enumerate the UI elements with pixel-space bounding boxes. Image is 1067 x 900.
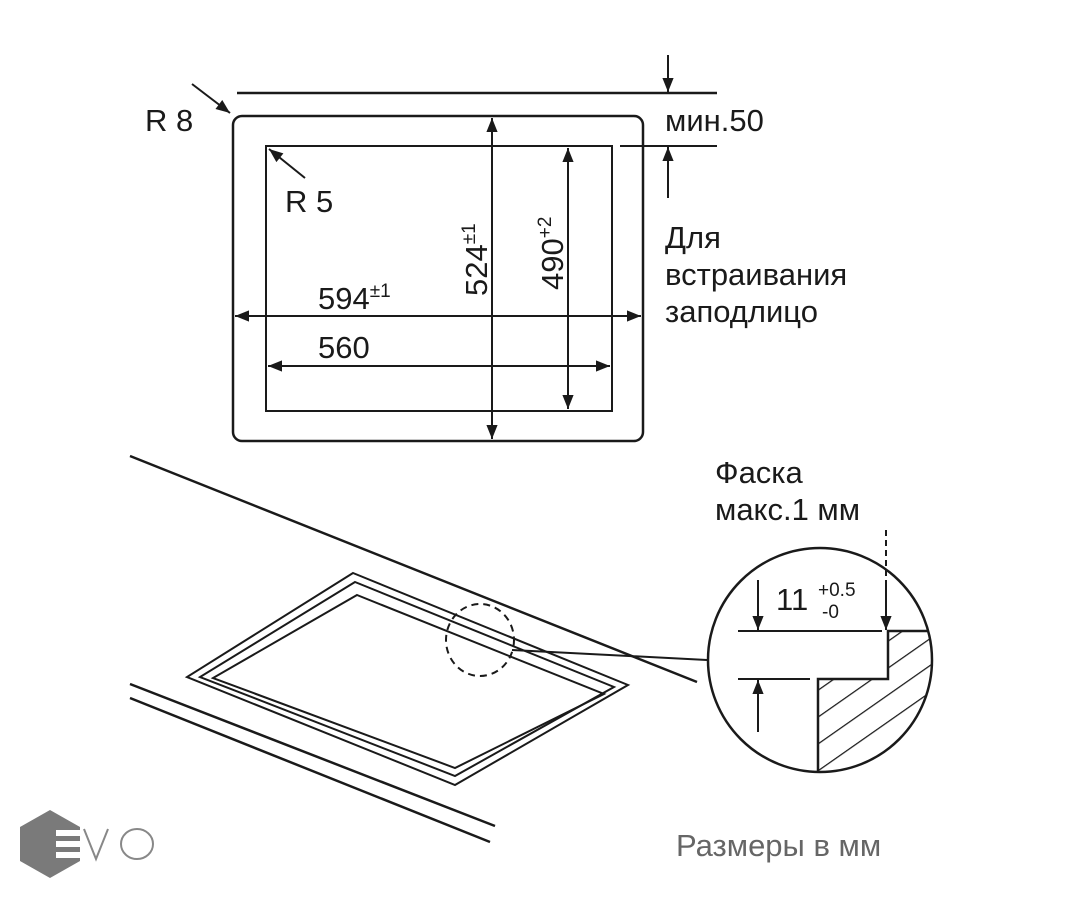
units-note: Размеры в мм bbox=[676, 828, 881, 863]
r5-label: R 5 bbox=[285, 184, 333, 219]
width-560-label: 560 bbox=[318, 330, 370, 365]
depth-490-label: 490+2 bbox=[535, 217, 570, 290]
flush-note-line-3: заподлицо bbox=[665, 294, 818, 329]
detail-marker bbox=[445, 603, 515, 677]
min-gap-label: мин.50 bbox=[665, 103, 764, 138]
width-594-label: 594±1 bbox=[318, 281, 391, 316]
r8-arrow bbox=[191, 83, 231, 114]
detail-circle bbox=[706, 546, 934, 774]
flush-note-line-2: встраивания bbox=[665, 257, 847, 292]
flush-note-line-1: Для bbox=[665, 220, 721, 255]
inner-cutout-outline bbox=[265, 145, 613, 412]
chamfer-detail: Фаска макс.1 мм 11 +0.5 -0 bbox=[706, 455, 934, 774]
outer-cutout-outline bbox=[231, 114, 645, 443]
perspective-view bbox=[129, 454, 708, 844]
chamfer-label-line-2: макс.1 мм bbox=[715, 492, 860, 527]
countertop-front-edge-bottom bbox=[129, 696, 491, 844]
depth-11-label: 11 bbox=[776, 582, 808, 617]
evo-logo bbox=[20, 810, 154, 878]
countertop-back-edge bbox=[129, 454, 698, 684]
r8-label: R 8 bbox=[145, 103, 193, 138]
step-perspective bbox=[197, 580, 617, 778]
logo-letter-v bbox=[83, 828, 109, 862]
countertop-front-edge-top bbox=[129, 682, 496, 828]
outer-cutout-perspective bbox=[184, 571, 631, 787]
inner-cutout-perspective bbox=[210, 593, 607, 770]
logo-letter-o bbox=[120, 828, 154, 860]
depth-tol-minus: -0 bbox=[822, 602, 839, 623]
detail-leader-line bbox=[511, 649, 708, 661]
logo-hexagon bbox=[20, 810, 80, 878]
depth-524-label: 524±1 bbox=[459, 223, 494, 296]
top-view: мин.50 R 8 R 5 524±1 490+2 594±1 560 Для… bbox=[145, 55, 847, 443]
depth-tol-plus: +0.5 bbox=[818, 580, 856, 601]
chamfer-label-line-1: Фаска bbox=[715, 455, 804, 490]
r5-arrow bbox=[268, 148, 306, 179]
